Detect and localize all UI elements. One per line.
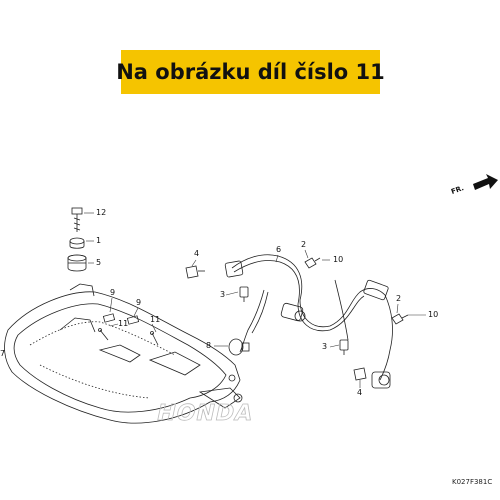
part-label-2a: 2: [301, 240, 307, 249]
tail-lamp-housing: [4, 283, 243, 424]
part-label-12: 12: [96, 208, 107, 217]
banner-title: Na obrázku díl číslo 11: [116, 60, 385, 84]
part-label-4b: 4: [357, 388, 363, 397]
part-label-1: 1: [96, 236, 102, 245]
part-label-9b: 9: [136, 298, 142, 307]
part-label-10b: 10: [428, 310, 439, 319]
wiring-harness: [224, 254, 393, 389]
part-label-9a: 9: [110, 288, 116, 297]
part-label-11a: 11: [118, 319, 129, 328]
part-label-3a: 3: [220, 290, 226, 299]
clips-and-screws: [98, 313, 159, 346]
part-label-7: 7: [0, 349, 6, 358]
front-direction-arrow-icon: [473, 174, 498, 190]
leader-lines: [84, 212, 426, 388]
part-label-6: 6: [276, 245, 282, 254]
diagram-code: K027F381C: [452, 478, 493, 486]
part-label-10a: 10: [333, 255, 344, 264]
part-label-3b: 3: [322, 342, 328, 351]
part-label-2b: 2: [396, 294, 402, 303]
part-number-banner: Na obrázku díl číslo 11: [116, 50, 385, 94]
sockets-and-bulbs: [185, 257, 409, 381]
watermark-logo: HONDA: [154, 400, 255, 426]
part-label-11b: 11: [150, 315, 161, 324]
part-label-4a: 4: [194, 249, 200, 258]
part-label-5: 5: [96, 258, 102, 267]
mounting-hardware: [67, 207, 87, 272]
part-label-8: 8: [206, 341, 212, 350]
